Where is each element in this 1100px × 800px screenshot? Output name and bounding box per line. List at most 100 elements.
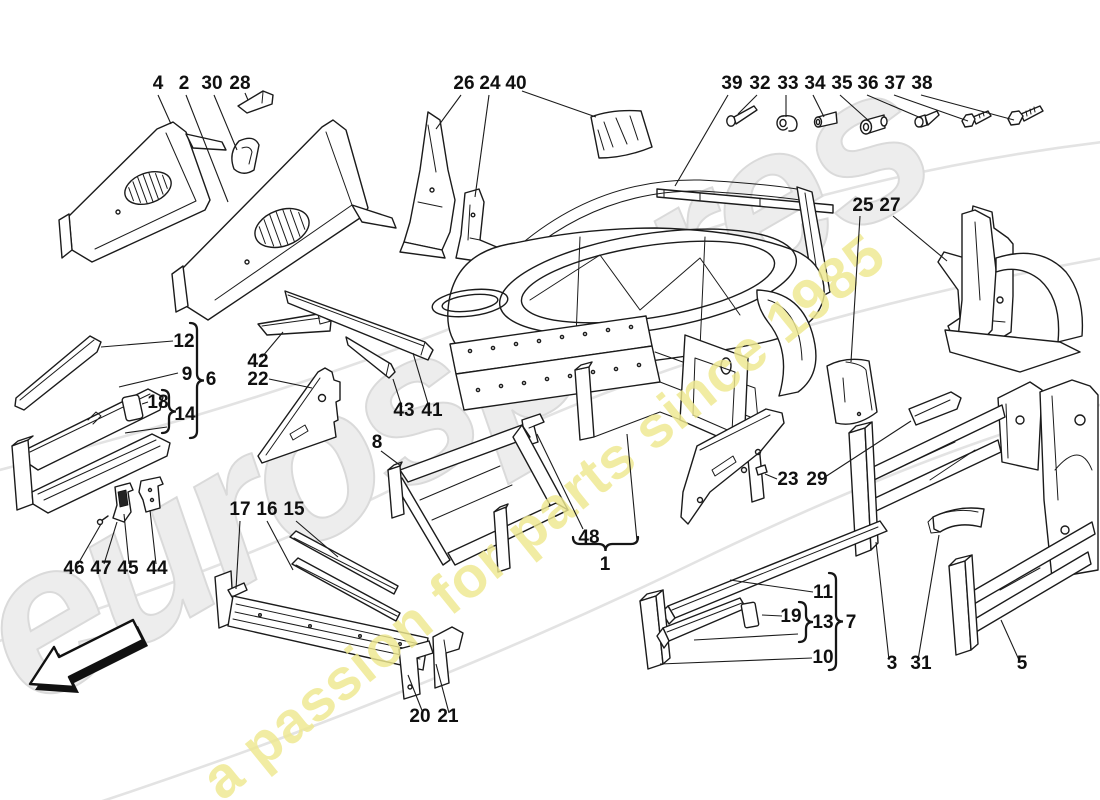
part-label-2[interactable]: 2	[179, 73, 190, 94]
part-26-a-pillar[interactable]	[399, 111, 456, 259]
part-30-curved-bracket[interactable]	[231, 137, 260, 174]
leader-line-part-30	[213, 94, 238, 151]
part-12-rail[interactable]	[14, 335, 102, 411]
part-label-7[interactable]: 7	[846, 612, 857, 633]
part-3-side-member[interactable]	[848, 381, 1043, 557]
part-label-30[interactable]: 30	[201, 73, 222, 94]
part-31-curved-strip[interactable]	[927, 507, 985, 534]
part-label-43[interactable]: 43	[393, 400, 414, 421]
part-label-36[interactable]: 36	[857, 73, 878, 94]
part-label-15[interactable]: 15	[283, 499, 305, 520]
leader-line-part-12	[100, 340, 174, 348]
part-label-3[interactable]: 3	[887, 653, 898, 674]
leader-line-part-45	[123, 513, 130, 565]
group-leader-line	[693, 633, 799, 641]
group-leader-line	[124, 426, 168, 434]
leader-line-part-36	[866, 94, 922, 119]
part-label-16[interactable]: 16	[256, 499, 277, 520]
part-label-28[interactable]: 28	[229, 73, 250, 94]
part-46-screw[interactable]	[96, 515, 109, 526]
part-label-20[interactable]: 20	[409, 706, 430, 727]
leader-line-part-15	[295, 520, 339, 558]
part-25-curved-panel[interactable]	[826, 358, 878, 425]
part-4-front-side-frame[interactable]	[58, 121, 227, 263]
part-10-rect-tube[interactable]	[639, 589, 747, 670]
part-19-pad[interactable]	[740, 601, 760, 629]
part-label-35[interactable]: 35	[831, 73, 853, 94]
part-label-38[interactable]: 38	[911, 73, 932, 94]
part-label-27[interactable]: 27	[879, 195, 900, 216]
part-21-bracket[interactable]	[432, 626, 464, 689]
part-label-6[interactable]: 6	[206, 369, 217, 390]
part-label-18[interactable]: 18	[147, 392, 168, 413]
part-35-sleeve-icon[interactable]	[859, 114, 888, 135]
part-5-side-member[interactable]	[948, 379, 1099, 656]
part-label-23[interactable]: 23	[777, 469, 798, 490]
part-41-beam[interactable]	[284, 290, 434, 361]
part-2-front-side-frame[interactable]	[171, 119, 397, 321]
part-32-rivet-icon[interactable]	[726, 105, 758, 127]
part-11-square-tube[interactable]	[661, 520, 888, 625]
part-16-strip[interactable]	[291, 557, 401, 622]
part-label-17[interactable]: 17	[229, 499, 250, 520]
part-label-13[interactable]: 13	[812, 612, 833, 633]
part-label-40[interactable]: 40	[505, 73, 526, 94]
leader-line-part-42	[261, 331, 284, 358]
part-42-beam[interactable]	[257, 313, 332, 336]
leader-line-part-19	[761, 614, 783, 617]
part-8-subframe-tray[interactable]	[387, 424, 569, 573]
part-label-42[interactable]: 42	[247, 351, 268, 372]
leader-line-part-37	[893, 94, 969, 122]
part-40-pad[interactable]	[590, 109, 653, 159]
part-label-5[interactable]: 5	[1017, 653, 1028, 674]
part-14-sill-channel[interactable]	[11, 433, 171, 514]
part-label-12[interactable]: 12	[173, 331, 194, 352]
part-label-41[interactable]: 41	[421, 400, 443, 421]
leader-line-part-44	[149, 509, 157, 565]
part-18-pad[interactable]	[121, 394, 144, 422]
part-29-wheelhouse-assembly[interactable]	[908, 209, 1084, 426]
part-45-bracket[interactable]	[112, 482, 134, 523]
part-20-bracket-plate[interactable]	[398, 640, 434, 700]
part-36-screw-icon[interactable]	[914, 110, 940, 128]
part-label-29[interactable]: 29	[806, 469, 827, 490]
part-22-gusset[interactable]	[257, 367, 341, 464]
part-label-1[interactable]: 1	[600, 554, 611, 575]
part-28-wedge-strip[interactable]	[237, 90, 274, 114]
part-label-31[interactable]: 31	[910, 653, 932, 674]
leader-line-part-24	[474, 94, 490, 198]
part-label-11[interactable]: 11	[813, 582, 834, 603]
part-label-21[interactable]: 21	[437, 706, 459, 727]
part-17-bulkhead-panel[interactable]	[214, 570, 429, 671]
part-44-bracket[interactable]	[138, 476, 164, 513]
part-label-48[interactable]: 48	[578, 527, 599, 548]
part-label-47[interactable]: 47	[90, 558, 111, 579]
part-label-4[interactable]: 4	[153, 73, 164, 94]
part-label-33[interactable]: 33	[777, 73, 798, 94]
part-label-34[interactable]: 34	[804, 73, 826, 94]
part-label-32[interactable]: 32	[749, 73, 770, 94]
part-37-flange-bolt-icon[interactable]	[961, 110, 992, 128]
part-label-8[interactable]: 8	[372, 432, 383, 453]
part-38-hex-bolt-icon[interactable]	[1007, 105, 1044, 126]
part-label-10[interactable]: 10	[812, 647, 833, 668]
part-43-beam[interactable]	[345, 336, 396, 379]
part-label-46[interactable]: 46	[63, 558, 84, 579]
part-label-22[interactable]: 22	[247, 369, 268, 390]
part-label-25[interactable]: 25	[852, 195, 874, 216]
part-23-inner-panel[interactable]	[680, 408, 785, 525]
part-label-37[interactable]: 37	[884, 73, 905, 94]
part-label-26[interactable]: 26	[453, 73, 474, 94]
part-34-bushing-icon[interactable]	[813, 111, 838, 128]
part-label-24[interactable]: 24	[479, 73, 501, 94]
part-label-19[interactable]: 19	[780, 606, 801, 627]
part-label-45[interactable]: 45	[117, 558, 139, 579]
part-33-grommet-icon[interactable]	[776, 114, 798, 132]
part-label-14[interactable]: 14	[174, 404, 196, 425]
part-label-44[interactable]: 44	[146, 558, 168, 579]
part-label-39[interactable]: 39	[721, 73, 742, 94]
part-label-9[interactable]: 9	[182, 364, 193, 385]
part-15-strip[interactable]	[289, 530, 399, 595]
